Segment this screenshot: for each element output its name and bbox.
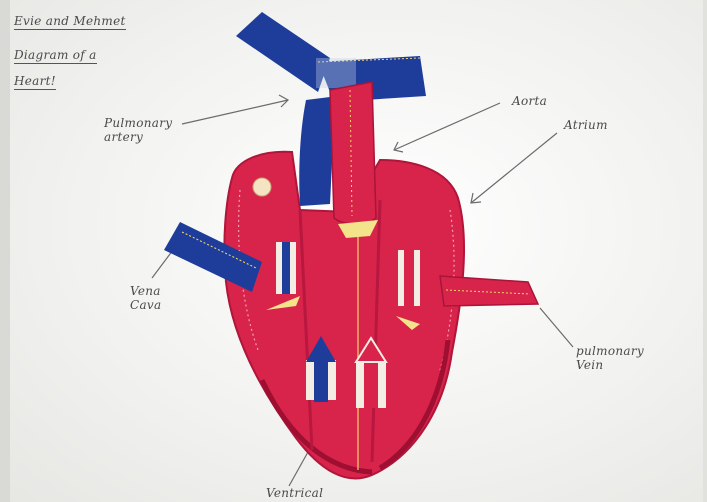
tape	[316, 58, 356, 88]
label-atrium: Atrium	[564, 118, 608, 132]
arrow-aorta	[394, 103, 500, 150]
label-vena-cava: Vena Cava	[130, 284, 180, 312]
pulmonary-vein-vessel	[440, 276, 538, 306]
label-pulmonary-vein: pulmonary Vein	[576, 344, 646, 372]
label-ventrical: Ventrical	[266, 486, 323, 500]
aorta-vessel	[330, 82, 378, 238]
line-ventrical	[289, 452, 308, 486]
hole-mark	[253, 178, 271, 196]
label-pulmonary-artery: Pulmonary artery	[104, 116, 184, 144]
atrium-stripes-right	[398, 250, 420, 306]
arrow-pulmonary-artery	[182, 100, 288, 124]
line-pulmonary-vein	[540, 308, 573, 347]
arrow-atrium	[471, 133, 557, 203]
label-aorta: Aorta	[512, 94, 547, 108]
atrium-stripes-left	[276, 242, 296, 294]
